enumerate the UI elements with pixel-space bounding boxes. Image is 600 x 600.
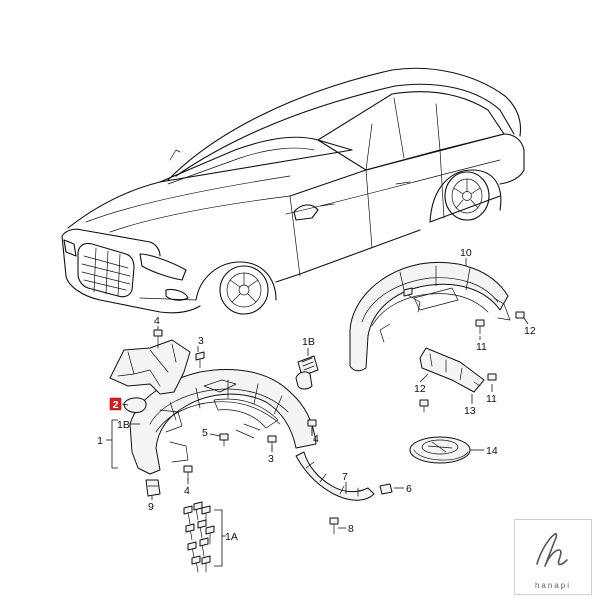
bracket-part-13	[419, 347, 485, 393]
callout-13: 13	[464, 405, 476, 417]
callout-labels: 2 1 1B 1B 1A 3 3 4 4 4 5 6 7 8 9 10 11 1…	[97, 247, 536, 543]
cover-part-14	[409, 436, 471, 464]
watermark-text: hanapi	[534, 581, 572, 590]
callout-10: 10	[460, 247, 472, 259]
callout-7: 7	[342, 471, 348, 483]
callout-1a: 1A	[225, 531, 238, 543]
callout-3-mid: 3	[268, 453, 274, 465]
front-wheel-housing-liner	[129, 369, 317, 475]
callout-11-top: 11	[476, 341, 487, 353]
cap-part-2	[123, 397, 147, 413]
hanapi-logo-icon	[536, 533, 568, 567]
rear-wheel-housing-liner	[349, 261, 511, 372]
fastener-set-1a	[183, 501, 215, 573]
car-illustration	[61, 67, 525, 315]
callout-4-right: 4	[313, 433, 319, 445]
callout-4-top: 4	[154, 315, 160, 327]
callout-1: 1	[97, 435, 103, 447]
watermark-logo: hanapi	[514, 519, 592, 595]
clip-part-9	[145, 479, 161, 497]
callout-1b-top: 1B	[302, 336, 315, 348]
callout-3-top: 3	[198, 335, 204, 347]
callout-12-mid: 12	[414, 383, 426, 395]
callout-1b-left: 1B	[117, 419, 130, 431]
upper-bracket	[109, 339, 191, 395]
callout-6: 6	[406, 483, 412, 495]
trim-strip-part-7	[295, 451, 375, 501]
callout-14: 14	[486, 445, 498, 457]
callout-11-bottom: 11	[486, 393, 497, 405]
highlight-marker	[109, 397, 122, 411]
callout-2: 2	[113, 399, 119, 411]
callout-9: 9	[148, 501, 154, 513]
screws	[153, 287, 525, 535]
leader-lines	[106, 258, 529, 567]
callout-8: 8	[348, 523, 354, 535]
callout-4-bottom: 4	[184, 485, 190, 497]
clip-bracket-1b	[295, 355, 319, 390]
callout-5: 5	[202, 427, 208, 439]
callout-12-top: 12	[524, 325, 536, 337]
